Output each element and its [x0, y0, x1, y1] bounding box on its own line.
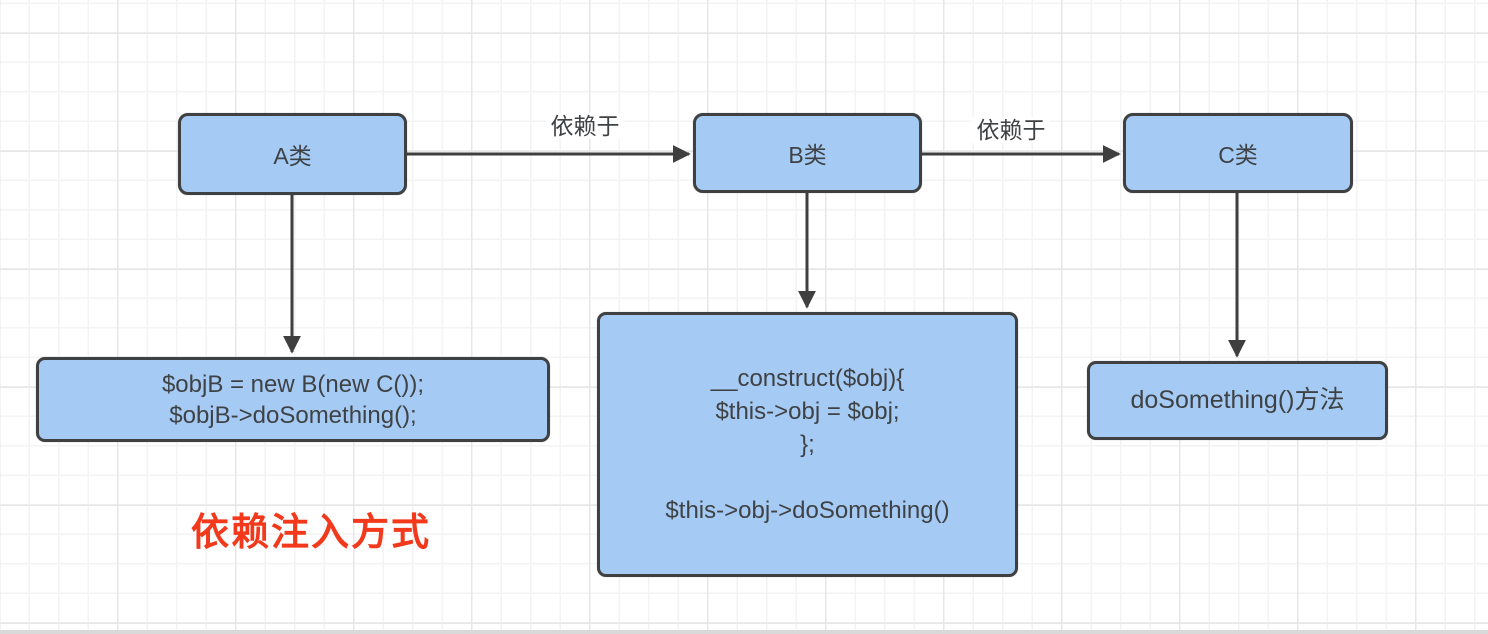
code-b-line: };	[800, 431, 815, 458]
annotation-dependency-injection[interactable]: 依赖注入方式	[191, 512, 432, 554]
node-class-b-label: B类	[788, 142, 827, 168]
code-c-line: doSomething()方法	[1130, 386, 1345, 414]
node-code-c[interactable]: doSomething()方法	[1087, 361, 1388, 440]
code-b-line: $this->obj = $obj;	[715, 398, 900, 425]
node-class-c-label: C类	[1218, 142, 1258, 168]
code-a-line: $objB->doSomething();	[169, 401, 417, 429]
code-b-line: $this->obj->doSomething()	[665, 497, 950, 524]
code-b-line: __construct($obj){	[710, 365, 905, 392]
code-a-line: $objB = new B(new C());	[161, 370, 425, 398]
canvas-bottom-edge	[0, 630, 1488, 634]
node-class-a-label: A类	[273, 143, 312, 169]
node-class-b[interactable]: B类	[693, 113, 922, 193]
node-code-a[interactable]: $objB = new B(new C()); $objB->doSomethi…	[36, 357, 550, 442]
edge-label-a-to-b: 依赖于	[545, 113, 625, 139]
node-class-c[interactable]: C类	[1123, 113, 1353, 193]
node-class-a[interactable]: A类	[178, 113, 407, 195]
node-code-b[interactable]: __construct($obj){ $this->obj = $obj; };…	[597, 312, 1018, 577]
edge-label-b-to-c: 依赖于	[971, 117, 1051, 143]
